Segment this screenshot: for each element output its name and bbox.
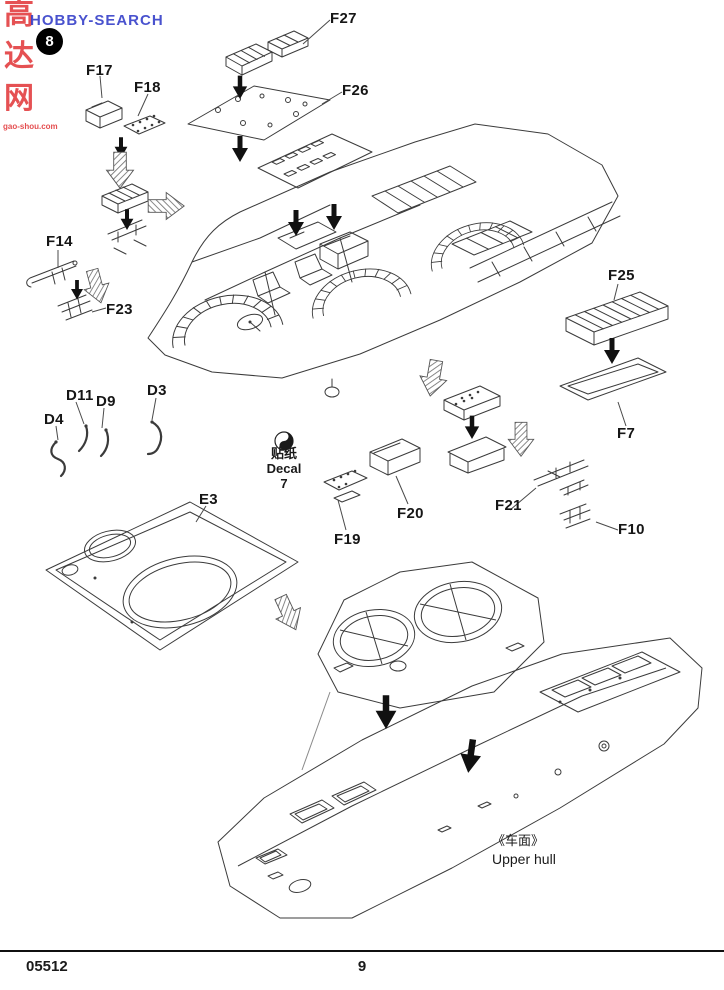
callout-f21: F21 bbox=[495, 497, 522, 514]
watermark-url: gao-shou.com bbox=[3, 122, 58, 131]
hull-front-section bbox=[301, 561, 545, 771]
leader-lines bbox=[55, 19, 627, 531]
watermark-brand: HOBBY-SEARCH bbox=[30, 12, 164, 29]
upper-hull-note-en: Upper hull bbox=[492, 850, 556, 867]
chassis-assembly bbox=[147, 123, 621, 398]
callout-f17: F17 bbox=[86, 62, 113, 79]
callout-f19: F19 bbox=[334, 531, 361, 548]
product-code: 05512 bbox=[26, 958, 68, 975]
decal-note: 贴纸 Decal 7 bbox=[256, 446, 312, 492]
decal-note-zh: 贴纸 bbox=[270, 446, 297, 461]
watermark-char-3: 网 bbox=[4, 82, 34, 115]
callout-f27: F27 bbox=[330, 10, 357, 27]
callout-f14: F14 bbox=[46, 233, 73, 250]
decal-note-en: Decal bbox=[266, 460, 302, 476]
step-number-badge: 8 bbox=[36, 28, 63, 55]
watermark-char-1: 高 bbox=[4, 0, 34, 31]
callout-f23: F23 bbox=[106, 301, 133, 318]
page-number: 9 bbox=[357, 958, 367, 975]
callout-f18: F18 bbox=[134, 79, 161, 96]
watermark-char-2: 达 bbox=[4, 40, 34, 73]
callout-f26: F26 bbox=[342, 82, 369, 99]
callout-e3: E3 bbox=[199, 491, 218, 508]
decal-note-num: 7 bbox=[280, 475, 288, 491]
callout-d11: D11 bbox=[66, 387, 94, 404]
footer-divider bbox=[0, 950, 724, 952]
callout-d3: D3 bbox=[147, 382, 167, 399]
callout-f7: F7 bbox=[617, 425, 636, 442]
callout-f20: F20 bbox=[397, 505, 424, 522]
detail-parts bbox=[26, 30, 669, 529]
upper-hull-part bbox=[217, 637, 703, 919]
callout-f25: F25 bbox=[608, 267, 635, 284]
upper-hull-note: 《车面》 Upper hull bbox=[492, 833, 602, 868]
part-e3-panel bbox=[45, 501, 299, 651]
decal-symbol-icon bbox=[274, 431, 294, 451]
callout-d9: D9 bbox=[96, 393, 116, 410]
callout-d4: D4 bbox=[44, 411, 64, 428]
callout-f10: F10 bbox=[618, 521, 645, 538]
upper-hull-note-zh: 《车面》 bbox=[492, 833, 545, 848]
